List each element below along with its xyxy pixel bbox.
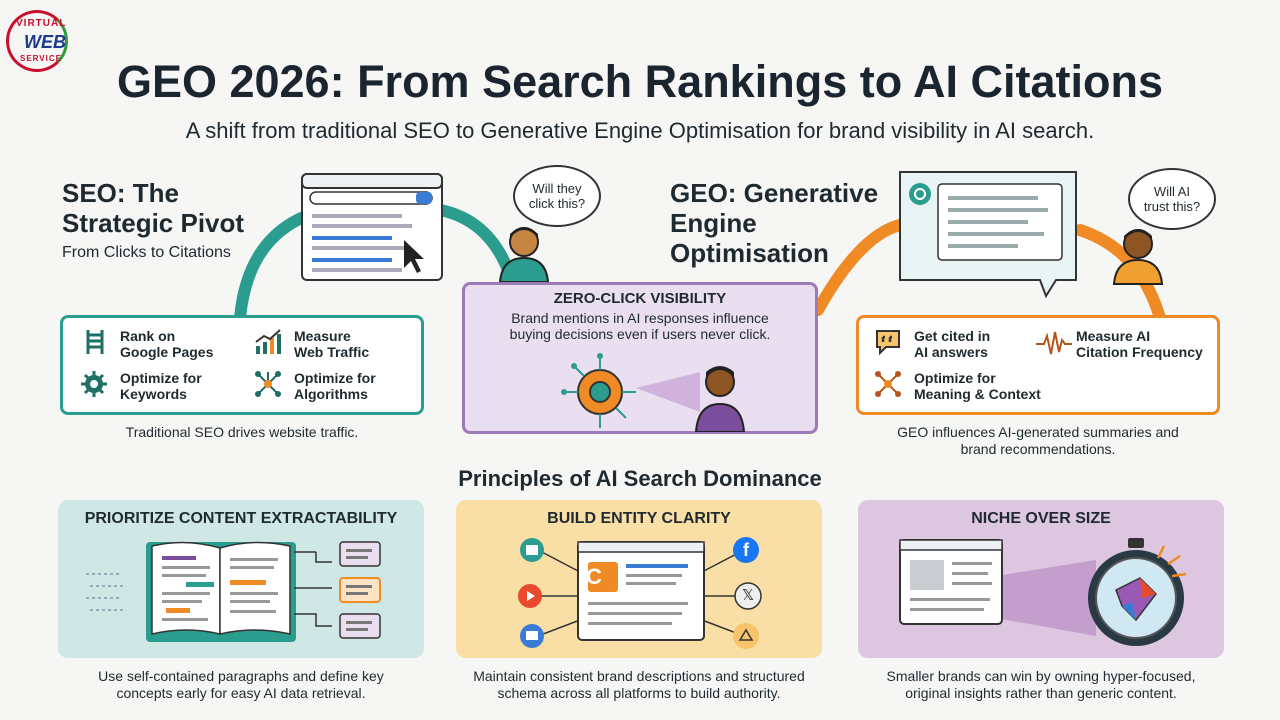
open-book-illustration (86, 541, 381, 642)
search-browser-illustration (301, 173, 443, 281)
page-subtitle: A shift from traditional SEO to Generati… (185, 118, 1095, 143)
principle-card-text: Maintain consistent brand descriptions a… (473, 668, 805, 701)
zero-click-title: ZERO-CLICK VISIBILITY (553, 290, 727, 307)
principle-card-title: PRIORITIZE CONTENT EXTRACTABILITY (84, 510, 398, 527)
seo-features-box (60, 315, 424, 415)
principle-card-title: BUILD ENTITY CLARITY (547, 510, 731, 527)
seo-user-avatar (498, 227, 550, 283)
brand-c-icon: C (586, 564, 602, 589)
network-icon (875, 371, 901, 397)
bar-chart-icon (255, 329, 281, 354)
gear-icon (81, 371, 107, 397)
seo-heading: SEO: The Strategic Pivot (62, 178, 245, 238)
ai-gear-illustration (561, 353, 746, 432)
logo-text-bottom: SERVICE (20, 54, 62, 63)
geo-heading: GEO: Generative Engine Optimisation (670, 178, 879, 268)
logo-text-main: WEB (24, 32, 66, 52)
geo-features-box (856, 315, 1220, 415)
geo-arc-left (812, 219, 906, 316)
seo-caption: Traditional SEO drives website traffic. (125, 424, 359, 440)
ai-chat-window-illustration (899, 171, 1077, 299)
principle-card-title: NICHE OVER SIZE (971, 510, 1111, 527)
geo-user-avatar (1112, 229, 1164, 285)
zero-click-box (462, 282, 818, 434)
x-icon: 𝕏 (741, 587, 755, 604)
seo-subheading: From Clicks to Citations (62, 244, 231, 261)
facebook-icon: f (743, 540, 749, 560)
logo-text-top: VIRTUAL (16, 18, 67, 29)
logo-ring (6, 10, 68, 72)
principle-card-text: Smaller brands can win by owning hyper-f… (886, 668, 1196, 701)
page-title: GEO 2026: From Search Rankings to AI Cit… (116, 56, 1164, 107)
niche-compass-illustration (899, 538, 1187, 646)
principles-heading: Principles of AI Search Dominance (458, 466, 822, 491)
principle-card-text: Use self-contained paragraphs and define… (98, 668, 384, 701)
zero-click-text: Brand mentions in AI responses influence… (509, 310, 771, 342)
quote-icon (876, 330, 900, 356)
network-icon (255, 371, 281, 397)
geo-caption: GEO influences AI-generated summaries an… (897, 424, 1179, 457)
waveform-icon (1036, 331, 1072, 355)
brand-logo: VIRTUAL WEB SERVICE (6, 10, 76, 72)
brand-hub-illustration (518, 537, 762, 649)
ladder-icon (86, 330, 104, 354)
